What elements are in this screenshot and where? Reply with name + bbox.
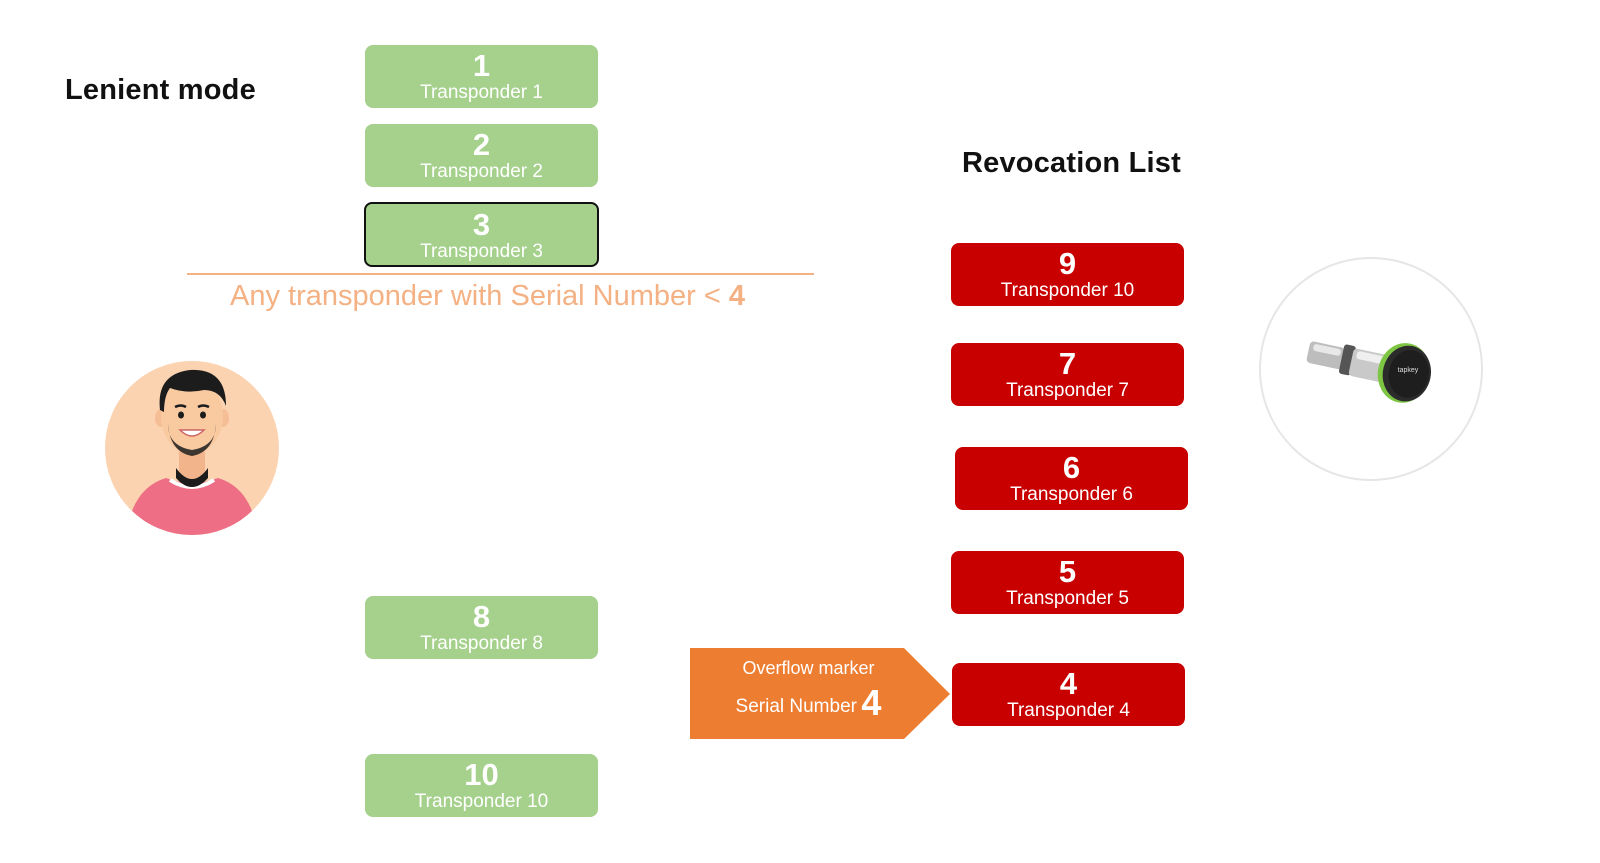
revoked-transponder-box: 4 Transponder 4 bbox=[952, 663, 1185, 726]
transponder-number: 4 bbox=[1059, 666, 1078, 701]
transponder-box-8: 8 Transponder 8 bbox=[365, 596, 598, 659]
transponder-box-2: 2 Transponder 2 bbox=[365, 124, 598, 187]
revoked-transponder-box: 7 Transponder 7 bbox=[951, 343, 1184, 406]
transponder-label: Transponder 7 bbox=[1006, 380, 1129, 401]
lock-brand-label: tapkey bbox=[1398, 367, 1419, 374]
transponder-box-3: 3 Transponder 3 bbox=[364, 202, 599, 267]
overflow-marker-serial: Serial Number 4 bbox=[700, 682, 917, 724]
transponder-box-10: 10 Transponder 10 bbox=[365, 754, 598, 817]
overflow-marker-serial-value: 4 bbox=[861, 682, 882, 723]
transponder-label: Transponder 10 bbox=[414, 791, 549, 812]
transponder-number: 1 bbox=[472, 48, 491, 83]
transponder-number: 8 bbox=[472, 599, 491, 634]
overflow-marker-label: Overflow marker bbox=[742, 658, 875, 678]
transponder-label: Transponder 5 bbox=[1006, 588, 1129, 609]
user-avatar-icon bbox=[105, 361, 279, 535]
diagram-title: Lenient mode bbox=[65, 74, 256, 106]
transponder-number: 2 bbox=[472, 127, 491, 162]
threshold-text: Any transponder with Serial Number < 4 bbox=[230, 280, 745, 313]
revoked-transponder-box: 5 Transponder 5 bbox=[951, 551, 1184, 614]
transponder-label: Transponder 1 bbox=[420, 82, 543, 103]
threshold-prefix: Any transponder with Serial Number < bbox=[230, 280, 729, 312]
revoked-transponder-box: 9 Transponder 10 bbox=[951, 243, 1184, 306]
transponder-label: Transponder 10 bbox=[1000, 280, 1135, 301]
threshold-value: 4 bbox=[728, 280, 746, 312]
transponder-label: Transponder 6 bbox=[1010, 484, 1133, 505]
overflow-marker-serial-label: Serial Number bbox=[735, 696, 857, 717]
smart-lock-cylinder-icon: tapkey bbox=[1259, 257, 1483, 481]
transponder-label: Transponder 3 bbox=[420, 241, 543, 262]
transponder-number: 3 bbox=[472, 207, 491, 242]
transponder-number: 7 bbox=[1058, 346, 1077, 381]
revocation-list-title: Revocation List bbox=[962, 147, 1181, 179]
transponder-label: Transponder 4 bbox=[1007, 700, 1130, 721]
revoked-transponder-box: 6 Transponder 6 bbox=[955, 447, 1188, 510]
transponder-label: Transponder 2 bbox=[420, 161, 543, 182]
transponder-number: 10 bbox=[464, 757, 499, 792]
threshold-divider bbox=[187, 273, 814, 275]
transponder-label: Transponder 8 bbox=[420, 633, 543, 654]
transponder-number: 5 bbox=[1058, 554, 1077, 589]
transponder-number: 6 bbox=[1062, 450, 1081, 485]
transponder-number: 9 bbox=[1058, 246, 1077, 281]
transponder-box-1: 1 Transponder 1 bbox=[365, 45, 598, 108]
overflow-marker-arrow bbox=[690, 648, 950, 739]
